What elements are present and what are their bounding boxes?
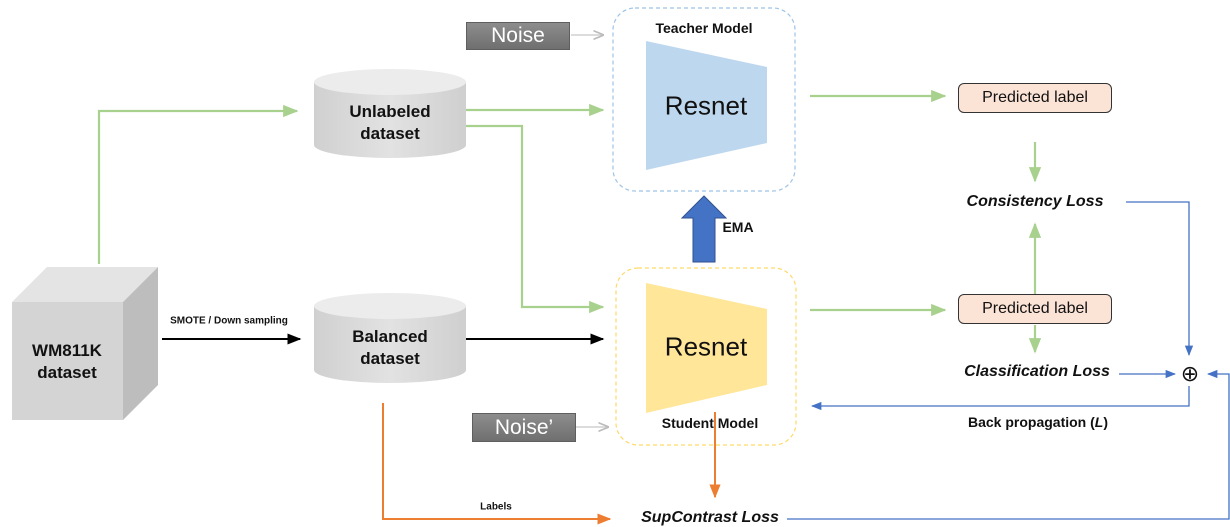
sum-symbol: ⊕ <box>1180 361 1200 386</box>
arrow-unlabeled-to-student <box>466 124 605 314</box>
arrow-supcontrast-to-sum <box>787 369 1230 520</box>
noise-box-top: Noise <box>466 22 570 50</box>
arrow-backprop <box>810 386 1190 411</box>
arrow-wm-to-unlabeled <box>97 104 299 264</box>
backprop-variable: L <box>1094 414 1104 430</box>
supcontrast-loss-label: SupContrast Loss <box>641 509 779 526</box>
balanced-cylinder <box>314 293 466 383</box>
arrow-consistency-to-sum <box>1126 201 1194 357</box>
ema-edge-label: EMA <box>722 219 754 235</box>
teacher-model-title: Teacher Model <box>655 20 753 36</box>
unlabeled-label: Unlabeled dataset <box>349 102 431 143</box>
student-resnet-shape <box>646 283 767 413</box>
backprop-suffix: ) <box>1103 414 1109 430</box>
teacher-resnet-label: Resnet <box>664 90 748 121</box>
backprop-prefix: Back propagation ( <box>967 414 1095 430</box>
student-model-title: Student Model <box>661 415 759 431</box>
smote-edge-label: SMOTE / Down sampling <box>170 315 288 327</box>
balanced-label: Balanced dataset <box>352 327 428 368</box>
backprop-edge-label: Back propagation (L) <box>968 414 1108 430</box>
arrow-balanced-labels-to-supcontrast <box>382 403 612 525</box>
unlabeled-cylinder <box>314 69 466 158</box>
noise-box-bottom: Noise’ <box>472 413 576 442</box>
ema-arrow <box>680 195 728 263</box>
consistency-loss-label: Consistency Loss <box>966 193 1104 210</box>
wm811k-label: WM811K dataset <box>32 341 102 382</box>
predicted-label-bottom: Predicted label <box>958 294 1112 324</box>
wm811k-cube <box>12 267 158 420</box>
predicted-label-top: Predicted label <box>958 83 1112 113</box>
labels-edge-label: Labels <box>480 501 512 513</box>
student-resnet-label: Resnet <box>664 331 748 362</box>
classification-loss-label: Classification Loss <box>964 363 1110 380</box>
teacher-resnet-shape <box>646 41 767 170</box>
